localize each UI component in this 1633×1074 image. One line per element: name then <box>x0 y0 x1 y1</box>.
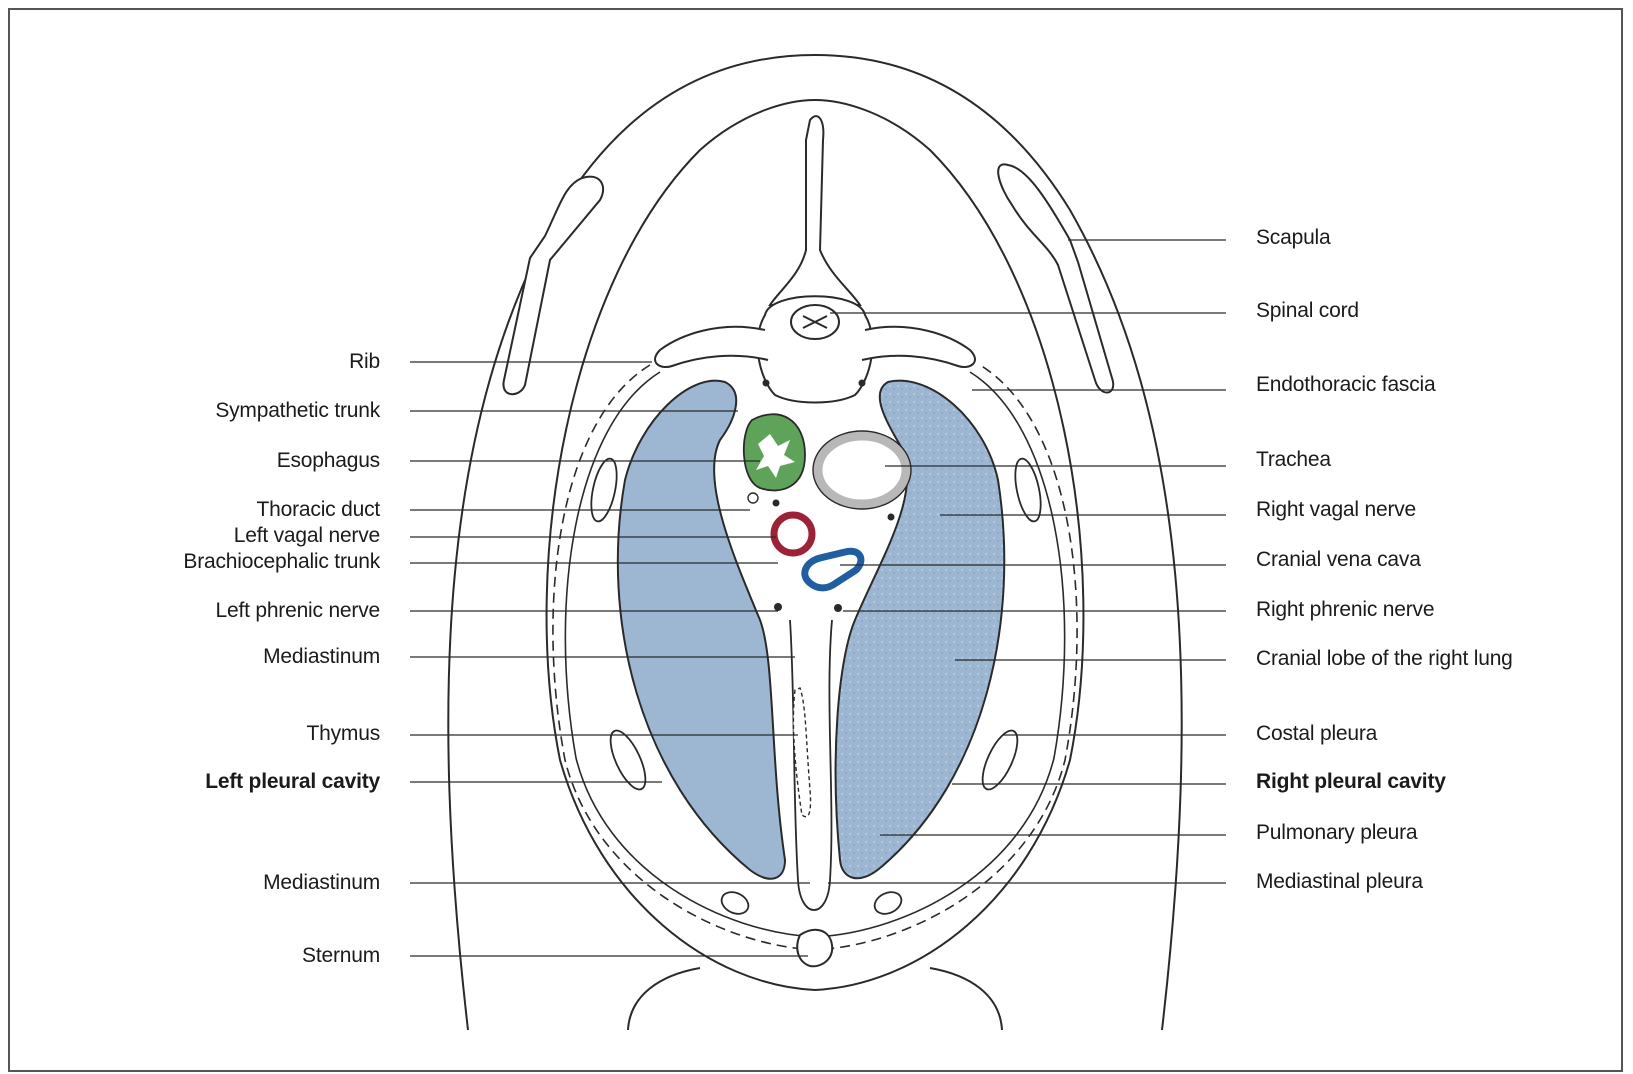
label-right-vagal-nerve: Right vagal nerve <box>1256 498 1416 522</box>
label-pulmonary-pleura: Pulmonary pleura <box>1256 821 1417 845</box>
label-esophagus: Esophagus <box>80 449 380 473</box>
label-rib: Rib <box>80 350 380 374</box>
label-mediastinal-pleura: Mediastinal pleura <box>1256 870 1423 894</box>
spinous-process <box>770 116 860 305</box>
label-trachea: Trachea <box>1256 448 1331 472</box>
right-vagal-nerve-icon <box>888 514 895 521</box>
label-thoracic-duct: Thoracic duct <box>80 498 380 522</box>
label-right-pleural-cavity: Right pleural cavity <box>1256 770 1446 794</box>
label-right-phrenic-nerve: Right phrenic nerve <box>1256 598 1434 622</box>
sympathetic-trunk-left <box>763 380 770 387</box>
left-forelimb-outline <box>628 968 700 1030</box>
rib-left-3 <box>718 888 752 918</box>
label-scapula: Scapula <box>1256 226 1331 250</box>
label-left-phrenic-nerve: Left phrenic nerve <box>80 599 380 623</box>
label-spinal-cord: Spinal cord <box>1256 299 1359 323</box>
sternum-bone <box>797 930 832 967</box>
label-cranial-vena-cava: Cranial vena cava <box>1256 548 1421 572</box>
label-sympathetic-trunk: Sympathetic trunk <box>80 399 380 423</box>
label-costal-pleura: Costal pleura <box>1256 722 1377 746</box>
trachea-icon <box>818 436 906 504</box>
sympathetic-trunk-right <box>859 380 866 387</box>
right-forelimb-outline <box>930 968 1002 1030</box>
label-thymus: Thymus <box>80 722 380 746</box>
brachiocephalic-trunk-icon <box>774 515 812 553</box>
left-vagal-nerve-icon <box>773 500 780 507</box>
left-transverse <box>655 327 768 367</box>
right-phrenic-nerve-icon <box>834 604 842 612</box>
label-mediastinum-upper: Mediastinum <box>80 645 380 669</box>
label-cranial-lobe-right-lung: Cranial lobe of the right lung <box>1256 647 1513 671</box>
cranial-vena-cava-icon <box>805 551 861 588</box>
label-left-vagal-nerve: Left vagal nerve <box>80 524 380 548</box>
label-mediastinum-lower: Mediastinum <box>80 871 380 895</box>
label-brachiocephalic-trunk: Brachiocephalic trunk <box>80 550 380 574</box>
label-left-pleural-cavity: Left pleural cavity <box>80 770 380 794</box>
rib-left-2 <box>604 726 653 794</box>
left-phrenic-nerve-icon <box>774 603 782 611</box>
label-endothoracic-fascia: Endothoracic fascia <box>1256 373 1435 397</box>
label-sternum: Sternum <box>80 944 380 968</box>
right-transverse <box>862 327 975 367</box>
thoracic-duct-icon <box>748 493 758 503</box>
rib-right-3 <box>871 888 905 918</box>
